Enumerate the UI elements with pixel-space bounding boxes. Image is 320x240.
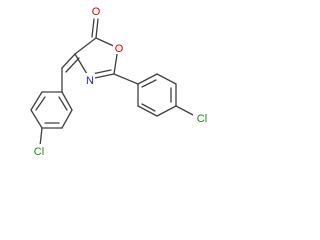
oxygen-label: O [92, 6, 101, 18]
bond-carbonyl [95, 18, 99, 39]
bond-l-6 [61, 91, 73, 111]
bond-c2-aryl [113, 73, 139, 85]
bond-l-2 [30, 91, 43, 111]
bond-l-5 [61, 109, 73, 129]
bond-l-3 [30, 109, 43, 129]
molecule-structure: O O N Cl Cl [30, 4, 211, 158]
bond-exocyclic [61, 53, 76, 69]
chlorine-label: Cl [34, 146, 44, 158]
chlorine-label: Cl [197, 113, 207, 125]
bond-c2-n3-double [91, 69, 112, 75]
nitrogen-label: N [86, 75, 94, 87]
oxygen-label: O [115, 43, 124, 55]
bond-r-1 [137, 73, 158, 85]
bond-r-4 [156, 105, 177, 117]
bond-l-inner-3 [58, 96, 68, 111]
bond-r-5 [137, 105, 158, 117]
bond-r-2 [156, 73, 177, 85]
bond-exocyclic-double [65, 57, 80, 73]
atom-label-layer: O O N Cl Cl [30, 4, 211, 158]
bond-layer [30, 18, 196, 147]
atom-chlorine-right: Cl [193, 111, 211, 125]
bond-c5-c4 [74, 37, 97, 55]
bond-r-inner-3 [141, 103, 156, 112]
atom-ring-oxygen: O [113, 41, 124, 55]
bond-l-cl [39, 127, 43, 147]
bond-r-cl [175, 105, 196, 117]
bond-carbonyl-2 [91, 18, 95, 38]
bond-l-inner-1 [35, 96, 46, 111]
atom-chlorine-left: Cl [30, 144, 48, 158]
bond-r-inner-1 [141, 79, 157, 88]
atom-carbonyl-oxygen: O [91, 4, 102, 18]
atom-ring-nitrogen: N [84, 73, 95, 87]
